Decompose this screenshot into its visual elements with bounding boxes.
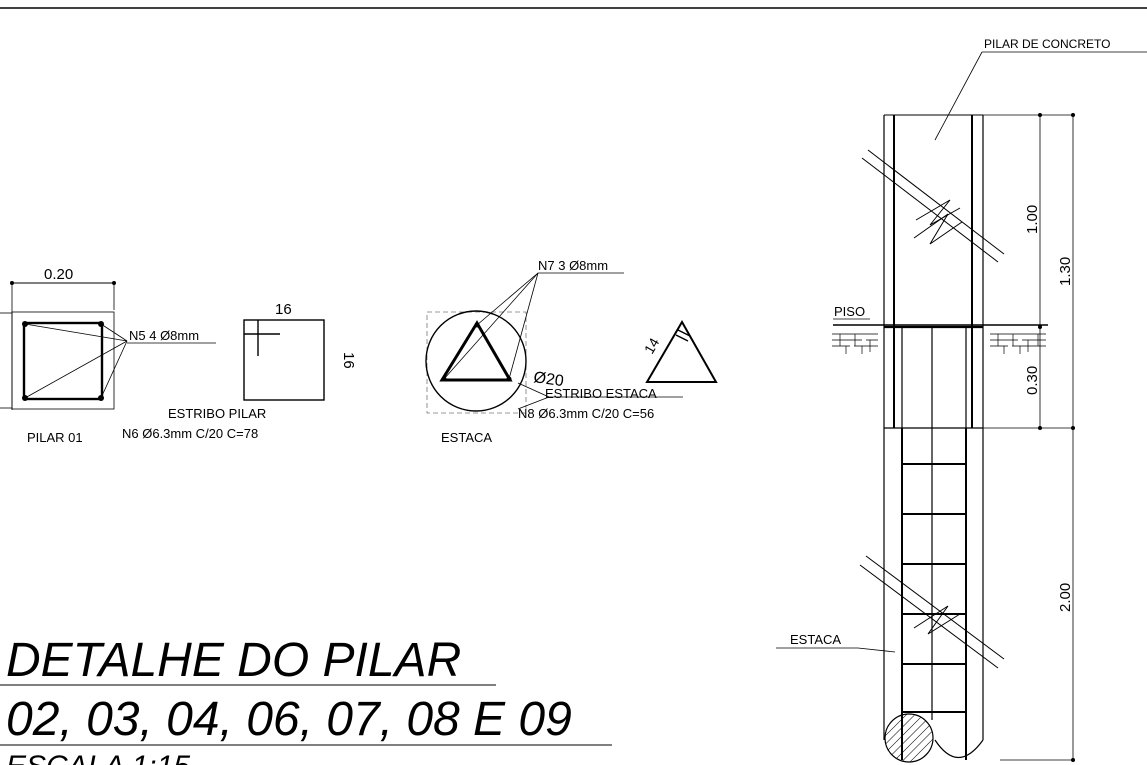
break-zigzag xyxy=(913,605,961,635)
pilar01-stirrup xyxy=(22,321,104,401)
pilar01-section: 0.20 N5 4 Ø8mm PILAR 01 xyxy=(0,266,216,445)
title-line2: 02, 03, 04, 06, 07, 08 E 09 xyxy=(6,693,572,746)
estaca-circle xyxy=(425,310,527,412)
dim-tick xyxy=(1071,113,1075,117)
estaca-leader xyxy=(443,272,539,380)
estaca-triangle-stirrup xyxy=(439,320,513,382)
estaca-name: ESTACA xyxy=(441,430,492,445)
break-line xyxy=(859,564,999,669)
elevation-top-label: PILAR DE CONCRETO xyxy=(984,37,1110,51)
dim-base: 0.30 xyxy=(1024,366,1041,395)
estribo-pilar-spec: N6 Ø6.3mm C/20 C=78 xyxy=(122,426,258,441)
estribo-pilar-dim-side: 16 xyxy=(340,352,357,369)
dim-tick xyxy=(1038,325,1042,329)
estaca-rebar-label: N7 3 Ø8mm xyxy=(538,258,608,273)
estaca-diameter: Ø20 xyxy=(532,369,564,390)
pilar01-rebar-label: N5 4 Ø8mm xyxy=(129,328,199,343)
floor-label: PISO xyxy=(834,304,865,319)
pilar01-leader xyxy=(24,340,128,399)
elevation-top-leader xyxy=(934,51,983,141)
soil-hatch-left xyxy=(832,333,878,354)
dim-tick xyxy=(1071,426,1075,430)
estribo-pilar-name: ESTRIBO PILAR xyxy=(168,406,266,421)
break-line xyxy=(865,555,1005,660)
title-line1: DETALHE DO PILAR xyxy=(6,634,461,687)
break-zigzag xyxy=(913,213,963,245)
pilar01-leader xyxy=(100,340,128,399)
title-scale: ESCALA 1:15 xyxy=(6,750,190,765)
pilar01-outline xyxy=(11,311,115,410)
estaca-leader xyxy=(476,272,539,326)
pilar01-dim-width: 0.20 xyxy=(44,266,73,283)
dim-tick xyxy=(1038,426,1042,430)
dim-tick xyxy=(1038,113,1042,117)
dim-tick xyxy=(1071,758,1075,762)
title-block: DETALHE DO PILAR 02, 03, 04, 06, 07, 08 … xyxy=(0,634,612,765)
break-line xyxy=(867,149,1005,255)
estribo-estaca-leader xyxy=(517,382,550,398)
estribo-estaca: 14 ESTRIBO ESTACA N8 Ø6.3mm C/20 C=56 xyxy=(518,319,718,421)
dim-estaca: 2.00 xyxy=(1057,583,1074,612)
break-line xyxy=(861,157,999,263)
pilar01-leader xyxy=(100,323,128,342)
estribo-estaca-triangle xyxy=(645,319,718,383)
pile-bottom-curve xyxy=(934,739,984,758)
pile-bottom-hatch xyxy=(884,713,934,763)
dim-pilar: 1.00 xyxy=(1024,205,1041,234)
pilar01-leader xyxy=(24,323,128,342)
estribo-estaca-leader xyxy=(517,396,550,410)
estribo-pilar-dim-top: 16 xyxy=(275,301,292,318)
estribo-estaca-side-dim: 14 xyxy=(641,335,663,357)
estaca-elev-label: ESTACA xyxy=(790,632,841,647)
estribo-pilar-shape xyxy=(243,319,325,401)
estribo-estaca-spec: N8 Ø6.3mm C/20 C=56 xyxy=(518,406,654,421)
estaca-section: N7 3 Ø8mm Ø20 ESTACA xyxy=(425,258,683,445)
estribo-estaca-hook xyxy=(677,329,691,337)
estribo-estaca-hook xyxy=(675,334,689,342)
estaca-leader xyxy=(508,272,539,380)
estribo-estaca-name: ESTRIBO ESTACA xyxy=(545,386,657,401)
elevation: PILAR DE CONCRETO PISO xyxy=(776,37,1147,763)
estaca-elev-leader xyxy=(857,647,896,653)
soil-hatch-right xyxy=(990,333,1046,354)
estaca-bounding-dashed xyxy=(426,311,527,414)
estribo-pilar: 16 16 ESTRIBO PILAR N6 Ø6.3mm C/20 C=78 xyxy=(122,301,357,441)
pilar01-name: PILAR 01 xyxy=(27,430,83,445)
dim-total-upper: 1.30 xyxy=(1057,257,1074,286)
